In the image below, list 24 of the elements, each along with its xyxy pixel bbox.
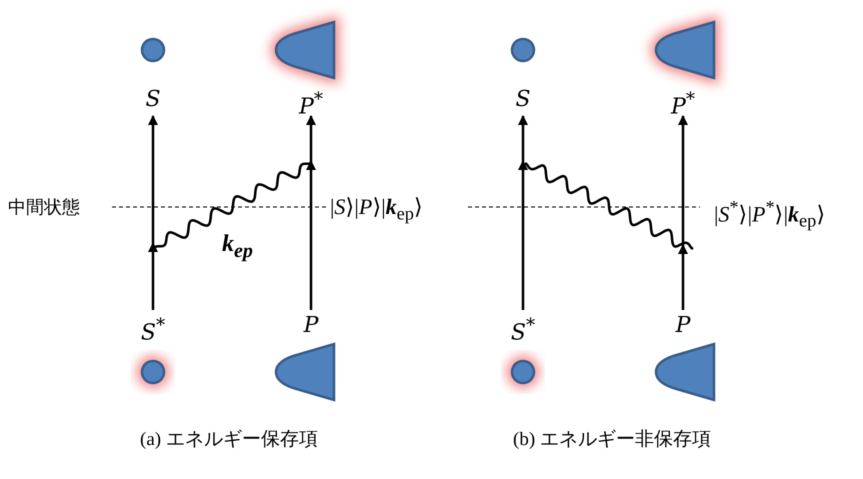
- caption: (b) エネルギー非保存項: [513, 428, 711, 452]
- bullet-particle: [270, 18, 340, 82]
- circle-particle: [140, 359, 166, 385]
- state-label: S: [133, 86, 173, 114]
- level-label: 中間状態: [8, 196, 80, 219]
- state-label: P: [663, 312, 703, 340]
- circle-particle: [140, 37, 166, 63]
- arrow: [148, 115, 158, 310]
- arrow: [518, 115, 528, 310]
- state-label: P$^{*}$: [291, 86, 331, 114]
- circle-particle: [510, 37, 536, 63]
- wave-vector-label: k$_{ep}$: [222, 230, 253, 264]
- state-label: S: [503, 86, 543, 114]
- circle-particle: [510, 359, 536, 385]
- state-label: P$^{*}$: [663, 86, 703, 114]
- state-label: S$^{*}$: [133, 312, 173, 340]
- state-label: S$^{*}$: [503, 312, 543, 340]
- arrow: [306, 115, 316, 310]
- arrow: [678, 115, 688, 310]
- caption: (a) エネルギー保存項: [140, 428, 318, 452]
- state-ket: |S⟩|P⟩|k$_{ep}$⟩: [330, 193, 423, 226]
- bullet-particle: [650, 18, 720, 82]
- state-label: P: [291, 312, 331, 340]
- state-ket: |S$^{*}$⟩|P$^{*}$⟩|k$_{ep}$⟩: [714, 196, 826, 233]
